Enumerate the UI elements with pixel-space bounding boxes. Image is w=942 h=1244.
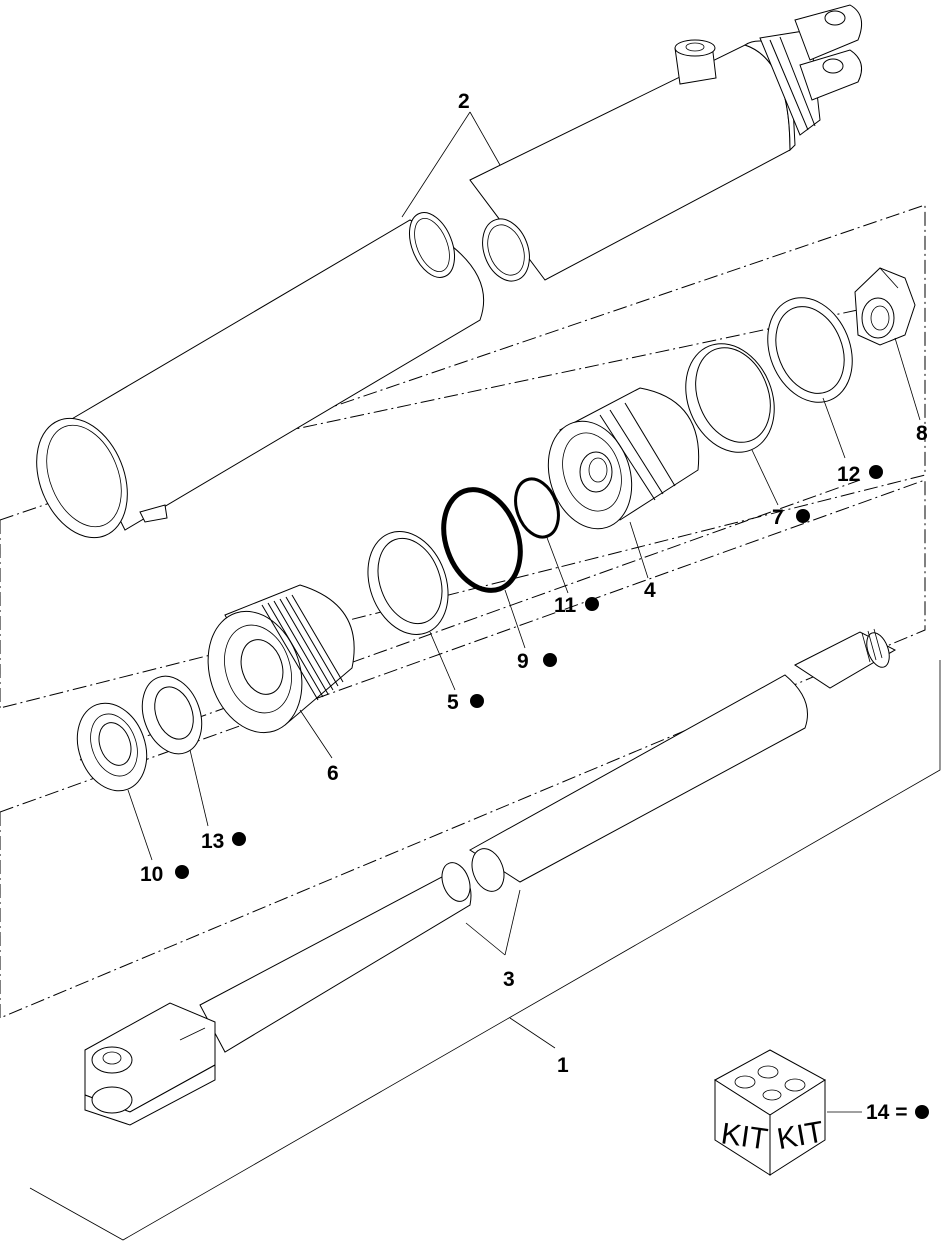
callout-labels: 1 2 3 4 5 6 7 8 9 10 11 12 13 <box>140 90 928 1077</box>
callout-12: 12 <box>837 463 860 486</box>
kit-label-left: KIT <box>719 1117 770 1156</box>
backup-ring <box>767 297 853 403</box>
callout-4: 4 <box>644 579 656 602</box>
kit-dot-9 <box>543 653 557 667</box>
axis-line-lower <box>79 479 861 761</box>
hex-nut <box>854 267 916 346</box>
kit-dot-5 <box>470 694 484 708</box>
wear-ring <box>685 343 775 453</box>
kit-label-right: KIT <box>775 1116 827 1157</box>
callout-5: 5 <box>447 691 459 714</box>
large-o-ring <box>441 487 523 593</box>
callout-11: 11 <box>554 594 577 617</box>
callout-8: 8 <box>916 422 928 445</box>
callout-2: 2 <box>458 90 470 113</box>
kit-member-dots <box>175 465 883 879</box>
callout-13: 13 <box>201 830 224 853</box>
phantom-outline-upper <box>0 204 926 709</box>
callout-7: 7 <box>772 506 784 529</box>
callout-1: 1 <box>557 1054 569 1077</box>
piston <box>547 387 700 530</box>
wiper-seal <box>76 702 148 792</box>
small-o-ring <box>514 477 560 539</box>
phantom-outline-lower <box>0 479 926 1019</box>
callout-6: 6 <box>327 762 339 785</box>
gland-backup-ring <box>367 531 449 635</box>
kit-dot-13 <box>232 832 246 846</box>
gland <box>207 584 355 734</box>
kit-legend-dot <box>915 1105 929 1119</box>
kit-dot-11 <box>585 597 599 611</box>
callout-10: 10 <box>140 863 163 886</box>
leader-lines <box>127 111 921 1049</box>
kit-legend-text: 14 = <box>866 1101 907 1124</box>
assembly-bracket-line <box>29 660 941 1241</box>
kit-dot-7 <box>796 509 810 523</box>
piston-rod <box>84 628 897 1126</box>
callout-9: 9 <box>517 650 529 673</box>
kit-dot-10 <box>175 865 189 879</box>
rod-seal <box>141 675 203 755</box>
callout-3: 3 <box>503 968 515 991</box>
kit-box-icon: KIT KIT <box>714 1049 827 1176</box>
cylinder-barrel <box>36 4 863 539</box>
kit-dot-12 <box>869 465 883 479</box>
